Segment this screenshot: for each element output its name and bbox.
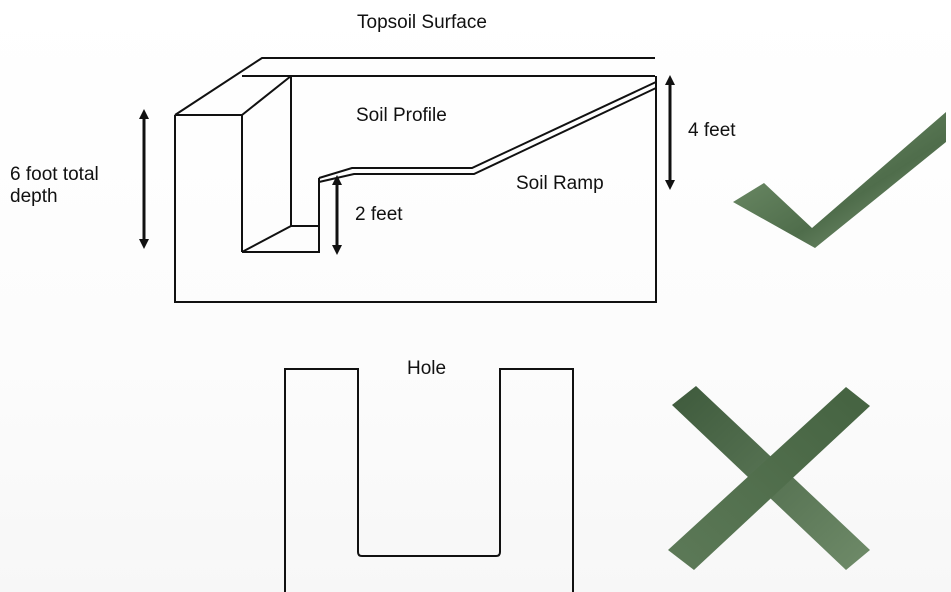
x-mark-icon	[668, 386, 870, 570]
topsoil-surface-label: Topsoil Surface	[357, 12, 487, 33]
two-feet-label: 2 feet	[355, 204, 403, 225]
hole-label: Hole	[407, 358, 447, 379]
total-depth-label: 6 foot total depth	[10, 164, 99, 207]
hole-outline	[284, 368, 574, 592]
soil-ramp-label: Soil Ramp	[516, 173, 604, 194]
topsoil-surface-edge	[174, 57, 655, 116]
soil-profile-label: Soil Profile	[356, 105, 447, 126]
checkmark-icon	[733, 112, 946, 248]
four-feet-label: 4 feet	[688, 120, 736, 141]
